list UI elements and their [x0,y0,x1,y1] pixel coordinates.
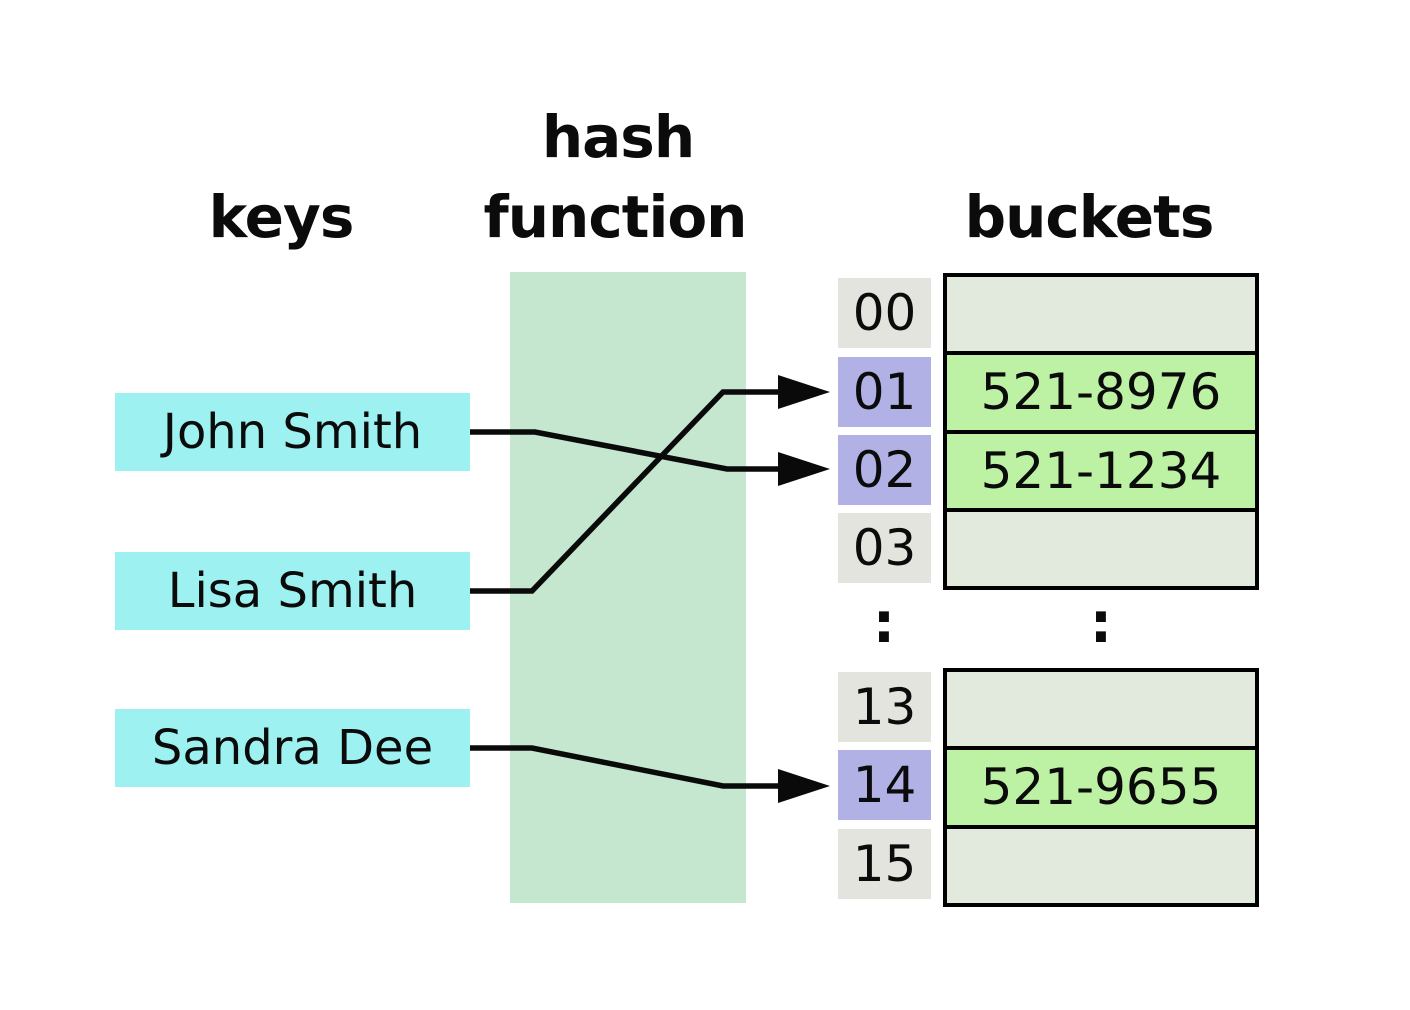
bucket-row-14: 521-9655 [947,746,1255,825]
index-cell-label: 02 [852,441,917,499]
index-ellipsis: : [872,591,896,656]
bucket-row-03 [947,507,1255,586]
key-label: John Smith [162,404,423,460]
index-cell-label: 00 [852,284,917,342]
bucket-row-13 [947,672,1255,747]
index-cell-label: 15 [852,835,917,893]
bucket-table-bottom: 521-9655 [943,668,1259,907]
key-box-john-smith: John Smith [115,393,470,471]
bucket-table-top: 521-8976 521-1234 [943,273,1259,590]
index-cell-02: 02 [838,435,931,505]
key-box-lisa-smith: Lisa Smith [115,552,470,630]
index-cell-13: 13 [838,672,931,742]
index-cell-14: 14 [838,750,931,820]
hash-function-header-line1: hash [541,103,695,171]
keys-header: keys [208,183,355,251]
key-label: Lisa Smith [167,563,418,619]
bucket-value: 521-9655 [980,758,1222,817]
bucket-row-01: 521-8976 [947,351,1255,430]
index-cell-00: 00 [838,278,931,348]
key-label: Sandra Dee [151,720,434,776]
arrowhead-icon [778,452,830,486]
index-cell-03: 03 [838,513,931,583]
bucket-value: 521-1234 [980,441,1222,500]
hash-function-header-line2: function [483,183,748,251]
index-cell-15: 15 [838,829,931,899]
index-cell-label: 01 [852,363,917,421]
buckets-header: buckets [964,183,1215,251]
bucket-row-02: 521-1234 [947,429,1255,508]
buckets-ellipsis: : [1089,591,1113,656]
hash-function-band [510,272,746,903]
index-cell-label: 13 [852,678,917,736]
index-cell-label: 14 [852,756,917,814]
index-cell-label: 03 [852,519,917,577]
bucket-value: 521-8976 [980,363,1222,422]
arrowhead-icon [778,375,830,409]
index-cell-01: 01 [838,357,931,427]
key-box-sandra-dee: Sandra Dee [115,709,470,787]
bucket-row-15 [947,824,1255,903]
arrowhead-icon [778,769,830,803]
bucket-row-00 [947,277,1255,352]
